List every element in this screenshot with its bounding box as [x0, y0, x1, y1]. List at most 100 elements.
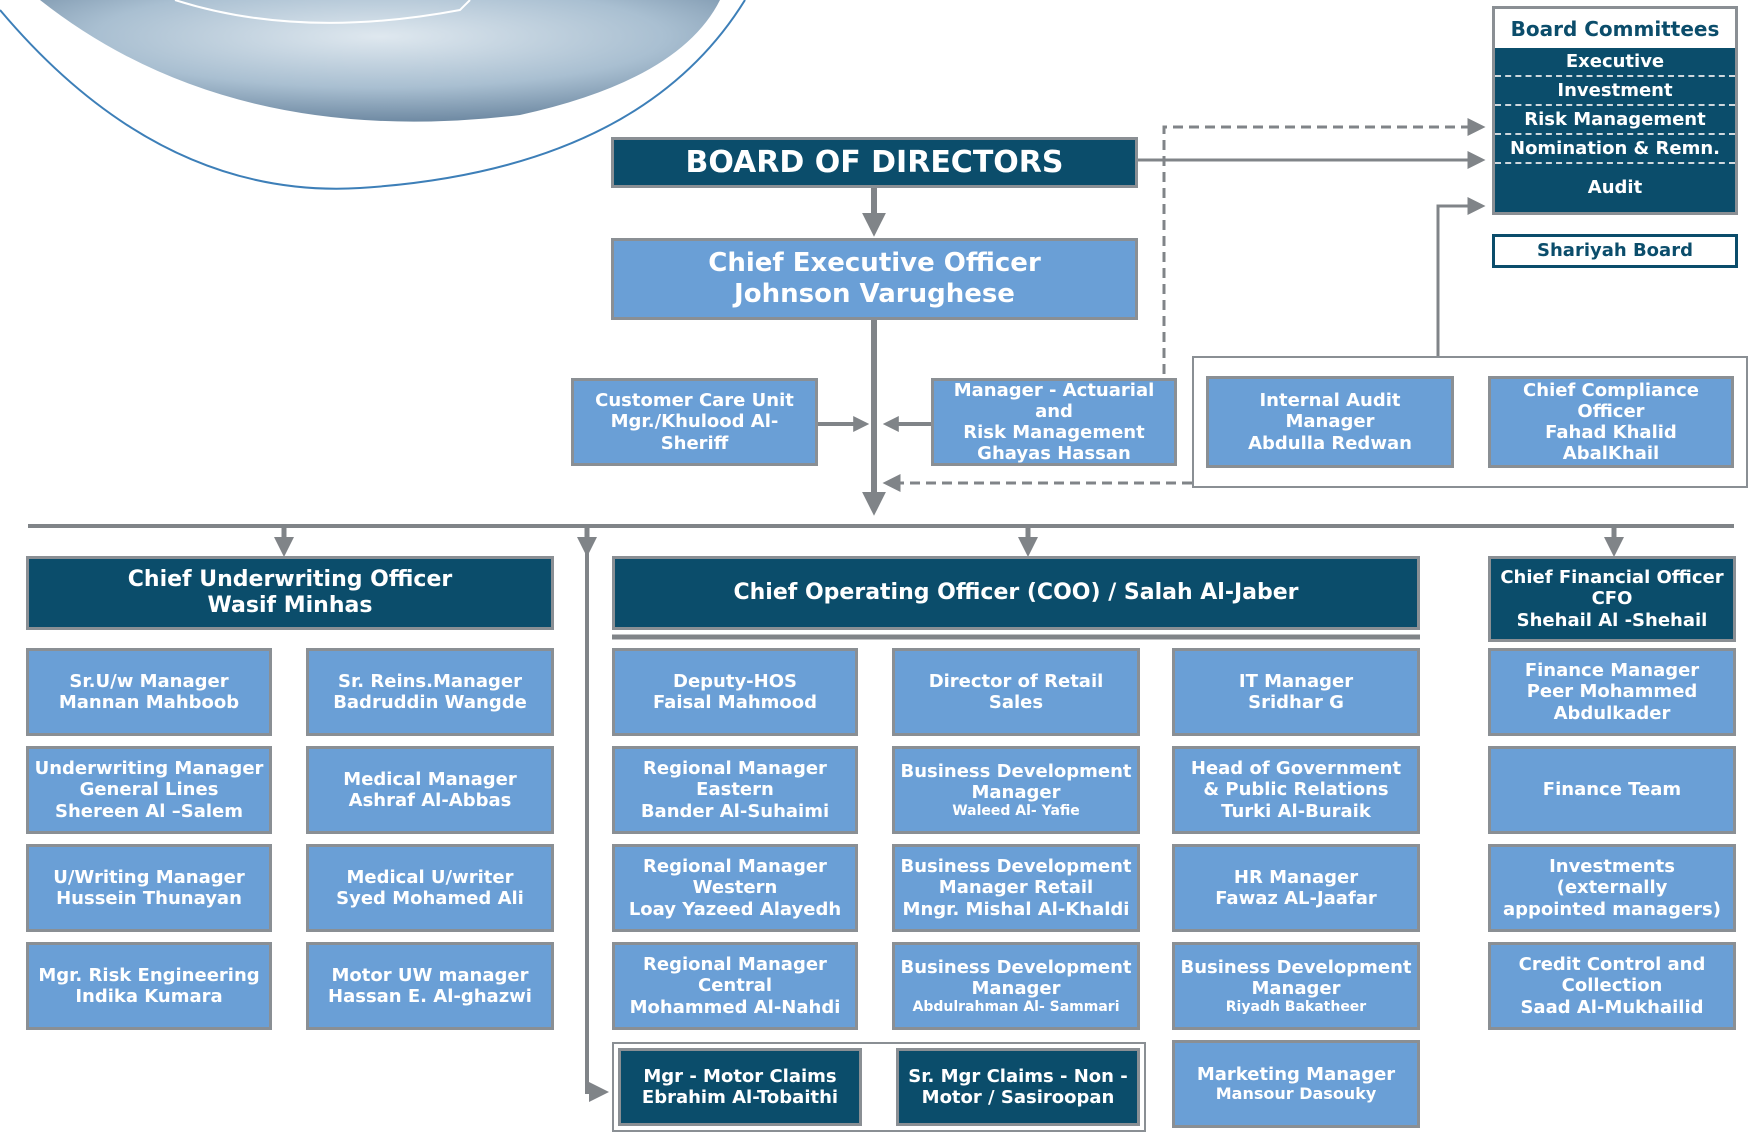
coo-col2-1-line-1: Director of Retail Sales — [928, 670, 1104, 713]
cfo-col-1-line-3: Abdulkader — [1553, 702, 1671, 724]
internal-audit-title: Internal Audit Manager — [1259, 390, 1401, 433]
coo-col3-1-line-2: Sridhar G — [1248, 692, 1344, 713]
uw-col1-1-line-2: Mannan Mahboob — [58, 692, 240, 713]
cfo-col-2-line-1: Finance Team — [1542, 779, 1682, 801]
cfo-col-box-3: Investments (externally appointed manage… — [1488, 844, 1736, 932]
coo-col3-4-line-1: Business Development — [1180, 956, 1412, 978]
coo-col1-3-line-3: Loay Yazeed Alayedh — [628, 898, 842, 920]
coo-col3-1-line-1: IT Manager — [1238, 670, 1354, 692]
cfo-col-4-line-2: Collection — [1561, 975, 1663, 997]
coo-col3-2-line-2: & Public Relations — [1203, 779, 1389, 801]
coo-box: Chief Operating Officer (COO) / Salah Al… — [612, 556, 1420, 630]
coo-col2-3-line-1: Business Development — [900, 856, 1132, 878]
uw-col1-box-1: Sr.U/w Manager Mannan Mahboob — [26, 648, 272, 736]
coo-col3-box-5: Marketing Manager Mansour Dasouky — [1172, 1040, 1420, 1128]
uw-col2-box-3: Medical U/writer Syed Mohamed Ali — [306, 844, 554, 932]
cfo-title: Chief Financial Officer — [1500, 567, 1724, 589]
uw-col2-1-line-2: Badruddin Wangde — [333, 692, 527, 713]
audit-group-arrow — [1436, 197, 1486, 356]
committee-risk-management: Risk Management — [1495, 106, 1735, 135]
audit-compliance-group — [1192, 356, 1748, 488]
committee-investment: Investment — [1495, 77, 1735, 106]
coo-col3-3-line-2: Fawaz AL-Jaafar — [1215, 888, 1377, 909]
compliance-name: Fahad Khalid AbalKhail — [1545, 422, 1677, 465]
coo-col2-4-line-2: Manager — [971, 977, 1061, 999]
uw-col1-3-line-1: U/Writing Manager — [53, 866, 245, 888]
coo-col1-3-line-2: Western — [692, 877, 778, 899]
actuarial-line-3: Ghayas Hassan — [977, 443, 1131, 465]
internal-audit-name: Abdulla Redwan — [1248, 432, 1412, 454]
coo-col1-box-3: Regional Manager Western Loay Yazeed Ala… — [612, 844, 858, 932]
coo-col2-3-line-2: Manager Retail — [938, 877, 1094, 899]
coo-col1-4-line-3: Mohammed Al-Nahdi — [629, 996, 841, 1018]
actuarial-line-1: Manager - Actuarial and — [953, 379, 1155, 422]
actuarial-risk-box: Manager - Actuarial and Risk Management … — [931, 378, 1177, 466]
customer-care-title: Customer Care Unit — [595, 390, 794, 412]
coo-col2-box-3: Business Development Manager Retail Mngr… — [892, 844, 1140, 932]
coo-col2-2-line-2: Manager — [971, 781, 1061, 803]
cuo-box: Chief Underwriting Officer Wasif Minhas — [26, 556, 554, 630]
cfo-col-box-4: Credit Control and Collection Saad Al-Mu… — [1488, 942, 1736, 1030]
uw-col2-2-line-2: Ashraf Al-Abbas — [348, 790, 512, 811]
coo-col2-3-line-3: Mngr. Mishal Al-Khaldi — [902, 898, 1130, 920]
ceo-box: Chief Executive Officer Johnson Varughes… — [611, 238, 1138, 320]
compliance-box: Chief Compliance Officer Fahad Khalid Ab… — [1488, 376, 1734, 468]
cuo-title: Chief Underwriting Officer — [127, 567, 453, 593]
non-motor-claims-box: Sr. Mgr Claims - Non - Motor / Sasiroopa… — [896, 1048, 1140, 1126]
non-motor-claims-name: Motor / Sasiroopan — [921, 1087, 1115, 1108]
compliance-title: Chief Compliance Officer — [1523, 379, 1699, 422]
coo-col2-2-line-3: Waleed Al- Yafie — [952, 802, 1080, 819]
cuo-name: Wasif Minhas — [207, 593, 373, 618]
coo-col1-box-1: Deputy-HOS Faisal Mahmood — [612, 648, 858, 736]
uw-col2-box-2: Medical Manager Ashraf Al-Abbas — [306, 746, 554, 834]
claims-branch-line — [585, 526, 596, 1094]
uw-col2-4-line-2: Hassan E. Al-ghazwi — [328, 986, 532, 1007]
coo-col1-4-line-1: Regional Manager — [643, 954, 827, 976]
motor-claims-name: Ebrahim Al-Tobaithi — [641, 1087, 839, 1108]
board-committees-panel: Board Committees Executive Investment Ri… — [1492, 6, 1738, 215]
actuarial-committee-dashed — [1162, 118, 1486, 374]
coo-col3-box-3: HR Manager Fawaz AL-Jaafar — [1172, 844, 1420, 932]
uw-col1-3-line-2: Hussein Thunayan — [56, 888, 242, 909]
committee-audit: Audit — [1587, 177, 1643, 198]
coo-col3-box-2: Head of Government & Public Relations Tu… — [1172, 746, 1420, 834]
coo-col3-3-line-1: HR Manager — [1233, 866, 1359, 888]
circle-arc-outer — [0, 0, 746, 190]
coo-col1-2-line-2: Eastern — [696, 779, 774, 801]
shariyah-board: Shariyah Board — [1492, 234, 1738, 268]
cfo-col-box-1: Finance Manager Peer Mohammed Abdulkader — [1488, 648, 1736, 736]
uw-col2-box-4: Motor UW manager Hassan E. Al-ghazwi — [306, 942, 554, 1030]
uw-col1-2-line-3: Shereen Al –Salem — [55, 800, 243, 822]
cfo-name: Shehail Al -Shehail — [1516, 609, 1708, 631]
cfo-abbrev: CFO — [1591, 588, 1633, 610]
coo-col2-2-line-1: Business Development — [900, 760, 1132, 782]
coo-col1-box-4: Regional Manager Central Mohammed Al-Nah… — [612, 942, 858, 1030]
uw-col1-box-4: Mgr. Risk Engineering Indika Kumara — [26, 942, 272, 1030]
coo-col1-2-line-3: Bander Al-Suhaimi — [640, 800, 830, 822]
coo-col2-box-1: Director of Retail Sales — [892, 648, 1140, 736]
cfo-col-3-line-1: Investments (externally — [1549, 856, 1675, 899]
coo-label: Chief Operating Officer (COO) / Salah Al… — [733, 580, 1299, 606]
cfo-col-1-line-2: Peer Mohammed — [1526, 681, 1698, 703]
uw-col2-box-1: Sr. Reins.Manager Badruddin Wangde — [306, 648, 554, 736]
coo-col3-4-line-2: Manager — [1251, 977, 1341, 999]
coo-col1-3-line-1: Regional Manager — [643, 856, 827, 878]
board-committees-title: Board Committees — [1495, 9, 1735, 48]
uw-col2-2-line-1: Medical Manager — [343, 768, 517, 790]
photo-segment — [40, 0, 720, 122]
uw-col1-box-3: U/Writing Manager Hussein Thunayan — [26, 844, 272, 932]
cfo-col-4-line-1: Credit Control and — [1518, 954, 1706, 976]
uw-col1-2-line-2: General Lines — [79, 779, 219, 801]
uw-col2-3-line-1: Medical U/writer — [346, 866, 514, 888]
internal-audit-box: Internal Audit Manager Abdulla Redwan — [1206, 376, 1454, 468]
coo-col2-box-2: Business Development Manager Waleed Al- … — [892, 746, 1140, 834]
cfo-box: Chief Financial Officer CFO Shehail Al -… — [1488, 556, 1736, 642]
cfo-col-4-line-3: Saad Al-Mukhailid — [1520, 996, 1704, 1018]
coo-col1-1-line-2: Faisal Mahmood — [652, 692, 818, 713]
board-of-directors-label: BOARD OF DIRECTORS — [685, 144, 1064, 180]
uw-col2-1-line-1: Sr. Reins.Manager — [338, 670, 522, 692]
claims-group — [612, 1042, 1146, 1132]
coo-col1-box-2: Regional Manager Eastern Bander Al-Suhai… — [612, 746, 858, 834]
